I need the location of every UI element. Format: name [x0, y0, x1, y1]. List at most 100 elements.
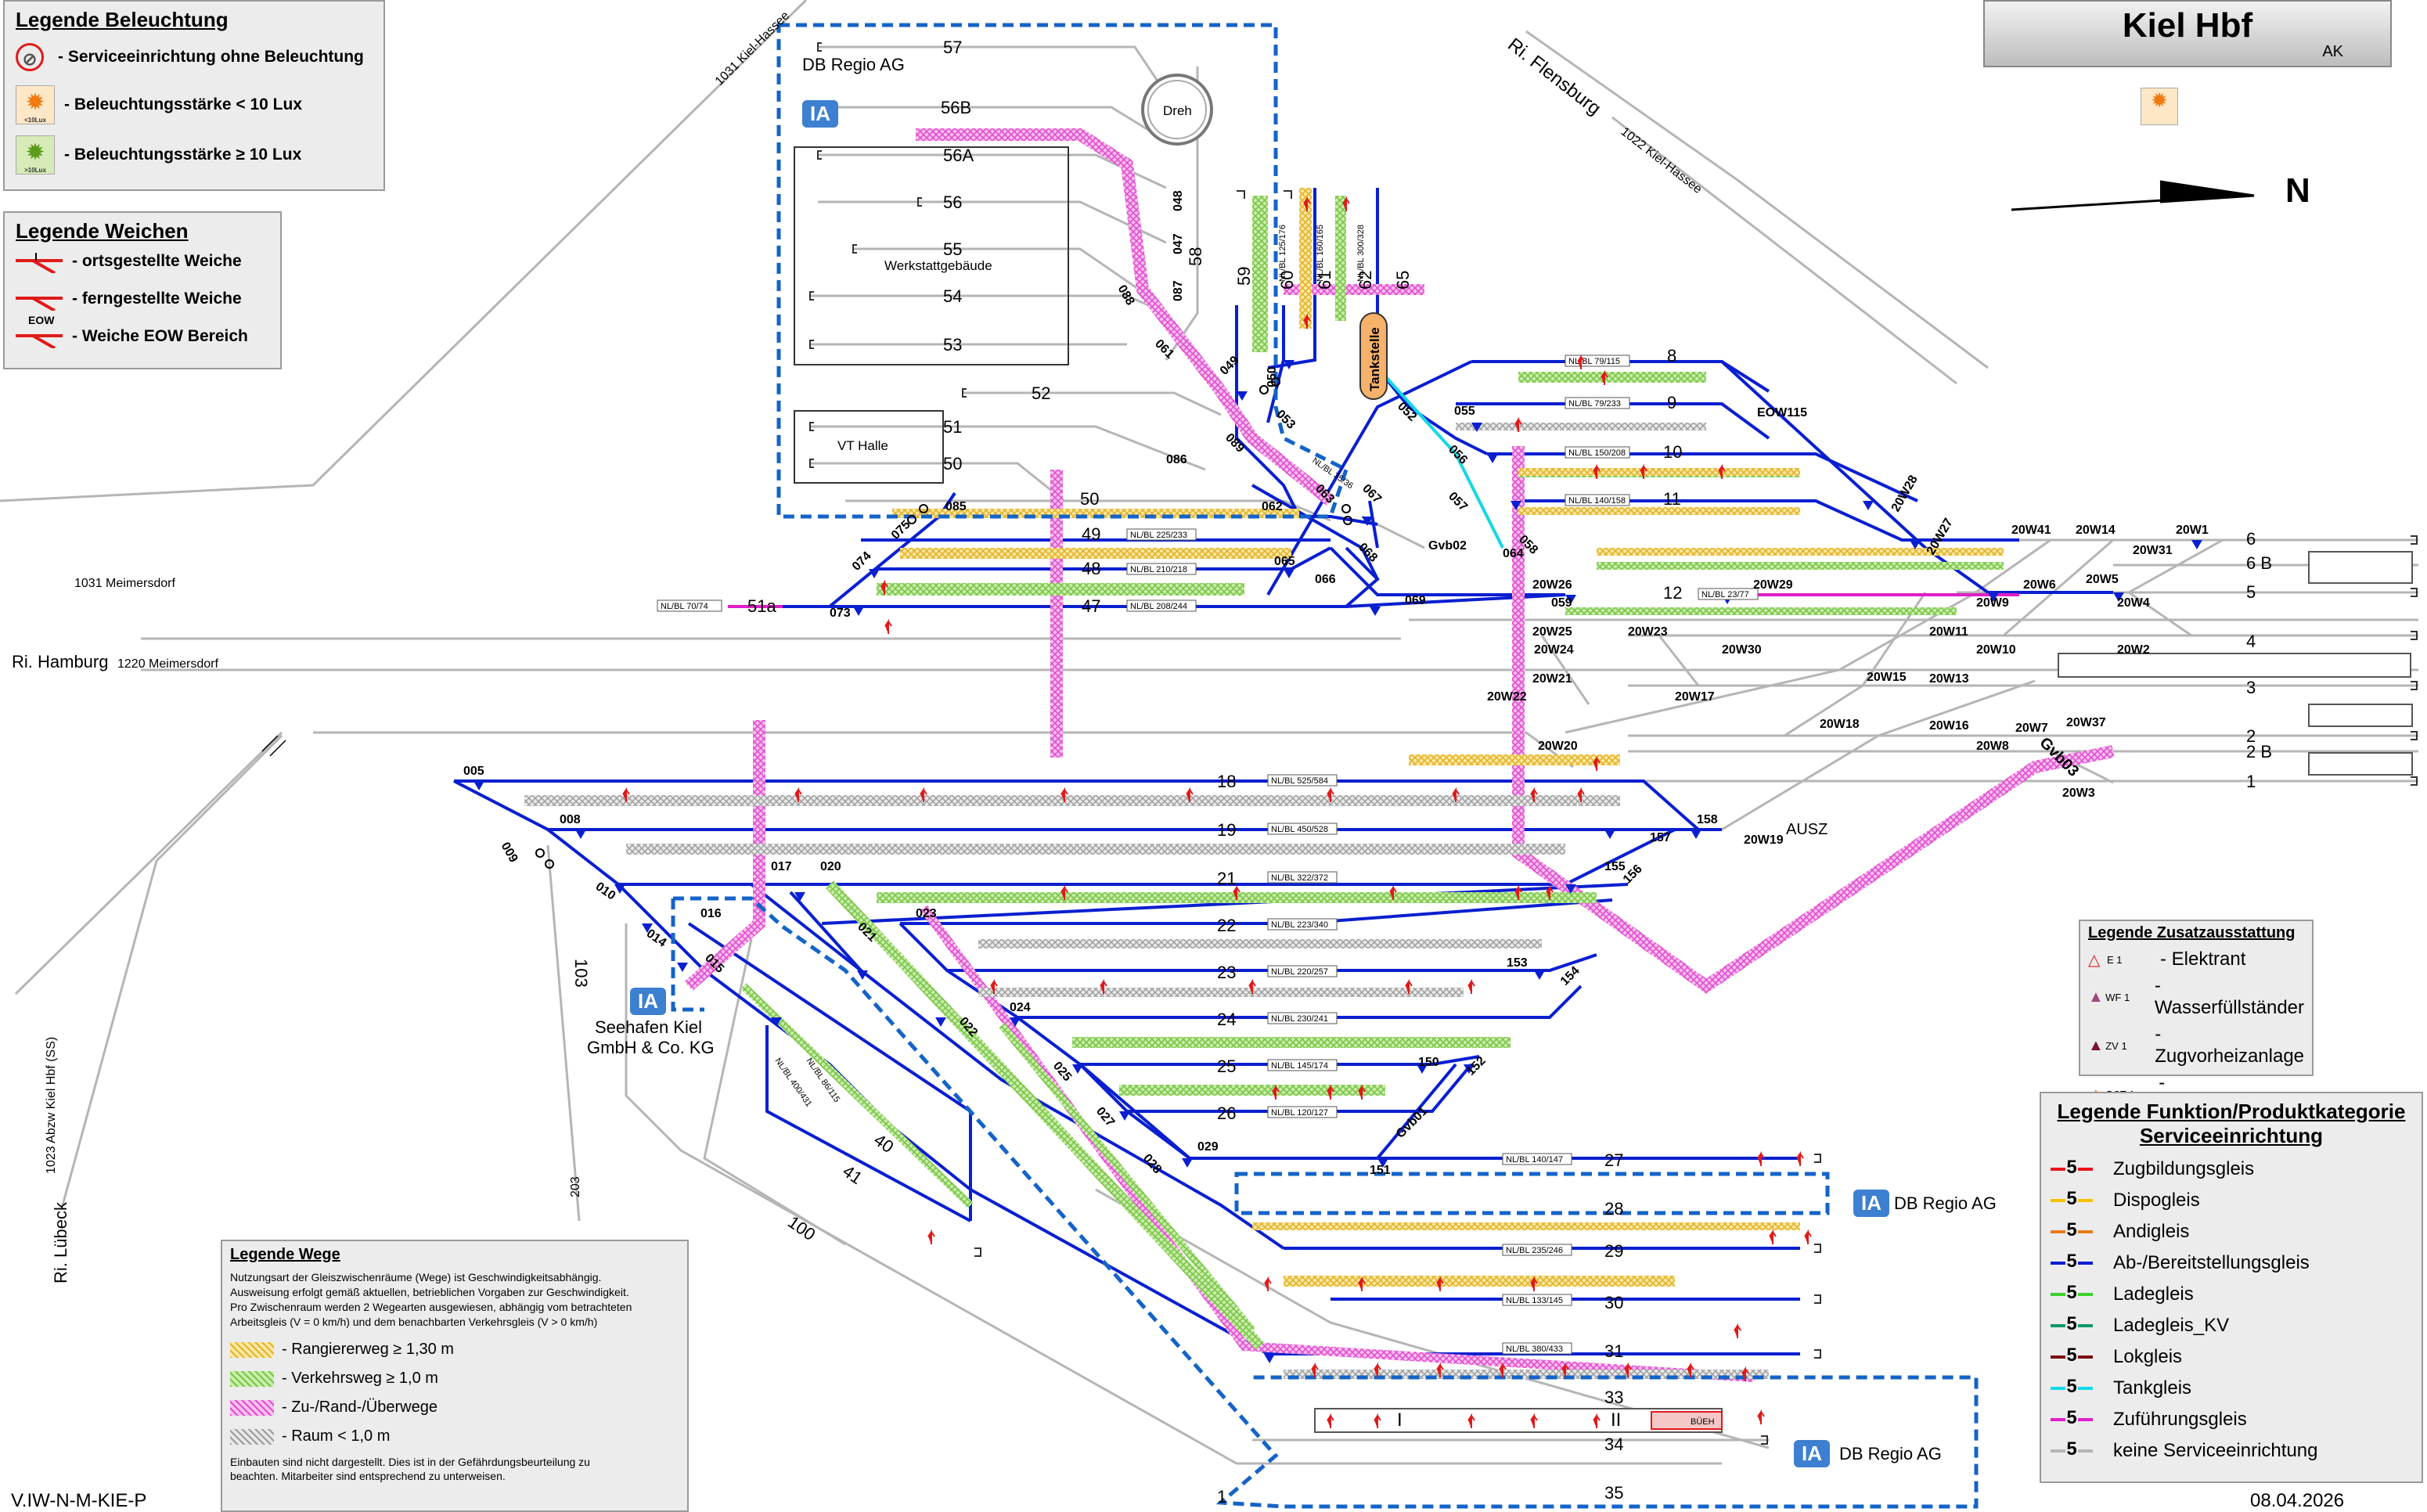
label-track-50a: 50 — [943, 454, 962, 473]
area-db-regio-south: DB Regio AG — [1839, 1444, 1942, 1463]
label-track-54: 54 — [943, 286, 962, 306]
switch-20w5: 20W5 — [2086, 573, 2119, 586]
label-track-5: 5 — [2246, 582, 2256, 602]
area-seehafen-1: Seehafen Kiel — [595, 1017, 702, 1037]
function-label: Ab-/Bereitstellungsgleis — [2113, 1252, 2310, 1273]
area-db-regio-28: DB Regio AG — [1894, 1193, 1997, 1213]
flensburg-line — [1525, 30, 1989, 369]
station-title: Kiel Hbf — [2122, 6, 2253, 45]
switch-067: 067 — [1359, 482, 1384, 506]
function-swatch: 5 — [2051, 1313, 2093, 1337]
switch-20w21: 20W21 — [1532, 672, 1572, 686]
turntable-inner — [1147, 80, 1207, 139]
label-track-3: 3 — [2246, 678, 2256, 697]
north-label: N — [2285, 171, 2310, 210]
track-25 — [1080, 1055, 1480, 1066]
legend-switches-row-3: EOW - Weiche EOW Bereich — [16, 314, 269, 350]
elektrant-icon: △ — [2088, 951, 2101, 969]
function-label: Zuführungsgleis — [2113, 1409, 2247, 1430]
legend-function-title-1: Legende Funktion/Produktkategorie — [2057, 1100, 2406, 1123]
legend-paths-row-4: - Raum < 1,0 m — [230, 1427, 679, 1445]
switch-028: 028 — [1140, 1152, 1164, 1176]
legend-paths-row-1: - Rangiererweg ≥ 1,30 m — [230, 1341, 679, 1359]
buffer-stops — [809, 42, 2418, 1445]
legend-paths-note: Einbauten sind nicht dargestellt. Dies i… — [230, 1456, 590, 1482]
area-seehafen-2: GmbH & Co. KG — [587, 1038, 715, 1057]
function-label: Tankgleis — [2113, 1377, 2192, 1399]
legend-lighting-row-1: ⊘ - Serviceeinrichtung ohne Beleuchtung — [16, 43, 373, 71]
length-track-19: NL/BL 450/528 — [1271, 825, 1328, 834]
legend-function: Legende Funktion/Produktkategorie Servic… — [2040, 1092, 2423, 1483]
track-47 — [783, 546, 1380, 608]
switch-20w26: 20W26 — [1532, 578, 1572, 592]
label-track-50: 50 — [1080, 489, 1099, 509]
length-track-24: NL/BL 230/241 — [1271, 1014, 1328, 1024]
walkway-yellow-11 — [1518, 507, 1800, 515]
function-swatch: 5 — [2051, 1157, 2093, 1181]
legend-lighting-row-3: ✹>10Lux - Beleuchtungsstärke ≥ 10 Lux — [16, 135, 373, 175]
walkway-pink-4 — [684, 720, 765, 991]
label-track-100: 100 — [784, 1212, 819, 1245]
function-swatch: 5 — [2051, 1188, 2093, 1212]
label-track-10: 10 — [1663, 442, 1682, 462]
legend-function-row: 5 Ladegleis_KV — [2051, 1313, 2412, 1337]
label-track-2b: 2 B — [2246, 742, 2272, 761]
switch-20w3: 20W3 — [2062, 787, 2095, 800]
label-track-2: 2 — [2246, 726, 2256, 746]
label-track-9: 9 — [1667, 393, 1676, 412]
track-52 — [963, 391, 1222, 416]
track-29-lead — [750, 883, 1285, 1250]
function-label: Ladegleis_KV — [2113, 1315, 2230, 1336]
switch-20w30: 20W30 — [1722, 643, 1762, 657]
label-track-203: 203 — [569, 1176, 582, 1197]
label-track-62: 62 — [1356, 271, 1375, 290]
legend-switches-row-2: - ferngestellte Weiche — [16, 287, 269, 311]
switch-065: 065 — [1274, 555, 1295, 568]
dir-meimersdorf-1: 1031 Meimersdorf — [74, 577, 176, 590]
legend-lighting: Legende Beleuchtung ⊘ - Serviceeinrichtu… — [3, 0, 385, 191]
swatch-grey — [230, 1428, 274, 1445]
function-label: Zugbildungsgleis — [2113, 1158, 2255, 1179]
gvb01-lead — [1376, 1063, 1457, 1160]
walkway-pink-1 — [916, 128, 1334, 506]
switch-20w10: 20W10 — [1976, 643, 2016, 657]
switch-20w25: 20W25 — [1532, 625, 1572, 639]
switch-20w18: 20W18 — [1820, 718, 1860, 731]
legend-switches: Legende Weichen - ortsgestellte Weiche -… — [3, 211, 282, 369]
legend-equipment: Legende Zusatzausstattung △ E 1 - Elektr… — [2079, 920, 2314, 1115]
length-track-27: NL/BL 140/147 — [1506, 1155, 1563, 1165]
switch-gvb02: Gvb02 — [1428, 539, 1467, 553]
function-label: Lokgleis — [2113, 1346, 2183, 1367]
diag-c — [2128, 538, 2224, 594]
platform-roman-1: I — [1397, 1409, 1403, 1431]
switch-061: 061 — [1152, 337, 1176, 362]
switch-20w37: 20W37 — [2066, 716, 2106, 729]
switch-010: 010 — [593, 880, 618, 902]
walkway-green-diag2 — [999, 1022, 1255, 1334]
magenta-tracks — [728, 593, 2019, 608]
track-021-lead — [789, 891, 862, 972]
station-code: AK — [2322, 43, 2343, 60]
label-track-56a: 56A — [943, 146, 974, 165]
track-60 — [1235, 305, 1301, 517]
fuel-station — [1359, 312, 1388, 400]
label-track-26: 26 — [1217, 1103, 1236, 1123]
function-label: Andigleis — [2113, 1221, 2190, 1242]
length-track-12: NL/BL 23/77 — [1701, 590, 1749, 599]
walkway-yellow-12 — [1597, 548, 2004, 556]
switch-20w4: 20W4 — [2117, 596, 2150, 610]
grey-tracks — [0, 0, 2418, 1465]
function-swatch: 5 — [2051, 1251, 2093, 1275]
walkway-pink-3 — [1512, 446, 2115, 994]
diag-b — [1784, 592, 1927, 737]
label-track-103: 103 — [571, 959, 591, 988]
lux-low-icon: ✹<10Lux — [16, 85, 55, 124]
label-track-19: 19 — [1217, 820, 1236, 840]
switch-009: 009 — [499, 841, 520, 866]
switch-20w20: 20W20 — [1538, 740, 1578, 753]
switch-085: 085 — [945, 500, 967, 513]
legend-switches-label-1: - ortsgestellte Weiche — [72, 252, 242, 270]
eow-switch-icon: EOW — [16, 314, 63, 350]
